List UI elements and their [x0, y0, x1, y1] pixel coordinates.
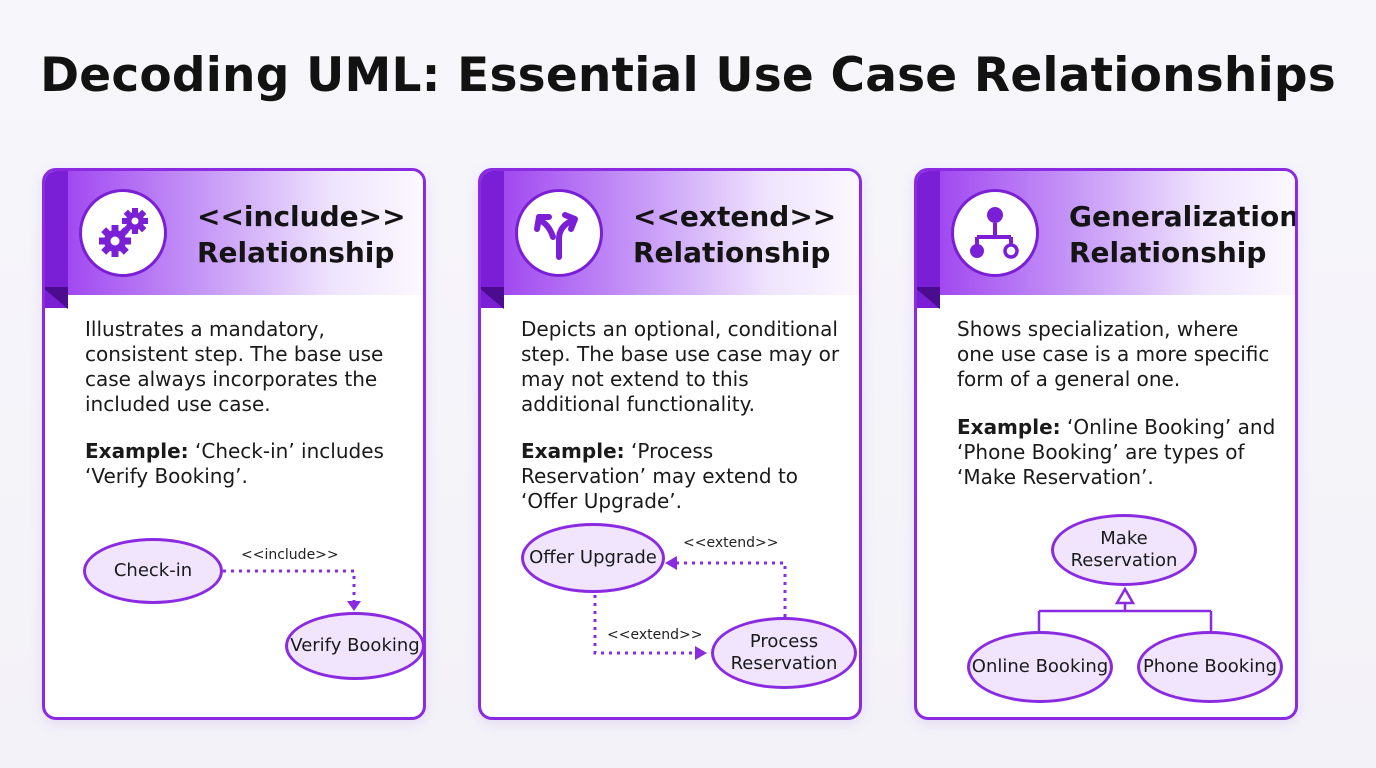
use-case-make-reservation: Make Reservation — [1051, 514, 1197, 586]
use-case-process-reservation: Process Reservation — [711, 617, 857, 689]
page-title: Decoding UML: Essential Use Case Relatio… — [40, 48, 1336, 103]
card-example: Example: ‘Process Reservation’ may exten… — [521, 439, 799, 513]
include-label: <<include>> — [241, 547, 339, 563]
use-case-check-in: Check-in — [83, 538, 223, 604]
use-case-phone-booking: Phone Booking — [1137, 631, 1283, 703]
card-description: Illustrates a mandatory, consistent step… — [85, 317, 384, 416]
card-title: Generalization Relationship — [1069, 200, 1298, 269]
extend-label-bottom: <<extend>> — [607, 627, 703, 643]
fork-arrow-icon — [515, 189, 603, 277]
card-ribbon — [481, 171, 504, 308]
extend-label-top: <<extend>> — [683, 535, 779, 551]
card-title: <<extend>> Relationship — [633, 200, 837, 269]
card-example: Example: ‘Check-in’ includes ‘Verify Boo… — [85, 439, 384, 488]
gears-icon — [79, 189, 167, 277]
generalization-diagram-lines — [1037, 586, 1213, 631]
include-diagram-arrows — [223, 569, 361, 611]
card-generalization: Generalization Relationship Shows specia… — [914, 168, 1298, 720]
card-ribbon — [917, 171, 940, 308]
use-case-online-booking: Online Booking — [967, 631, 1113, 703]
card-example: Example: ‘Online Booking’ and ‘Phone Boo… — [957, 415, 1276, 489]
extend-diagram-arrows — [593, 556, 787, 660]
hierarchy-icon — [951, 189, 1039, 277]
card-description: Depicts an optional, conditional step. T… — [521, 317, 840, 416]
card-include: <<include>> Relationship Illustrates a m… — [42, 168, 426, 720]
use-case-verify-booking: Verify Booking — [285, 612, 423, 680]
card-extend: <<extend>> Relationship Depicts an optio… — [478, 168, 862, 720]
card-ribbon — [45, 171, 68, 308]
card-description: Shows specialization, where one use case… — [957, 317, 1270, 391]
use-case-offer-upgrade: Offer Upgrade — [521, 523, 665, 593]
card-title: <<include>> Relationship — [197, 200, 406, 269]
